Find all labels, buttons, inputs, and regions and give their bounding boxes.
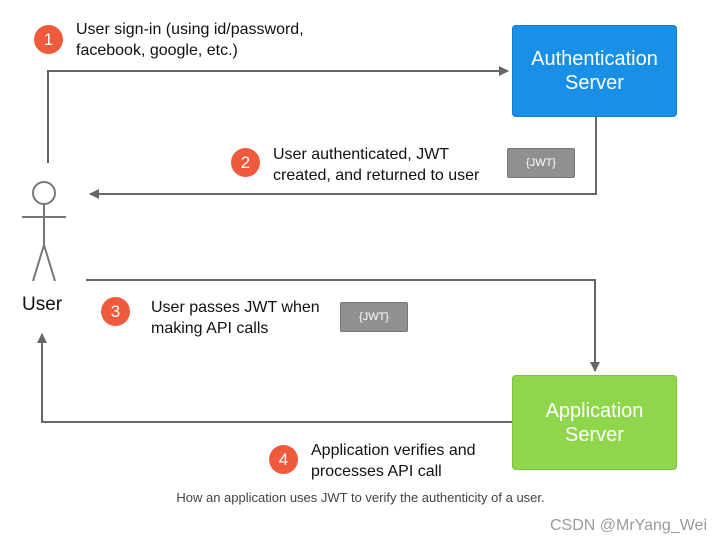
step-1-description: User sign-in (using id/password, faceboo… <box>76 19 304 61</box>
step-1-line2: facebook, google, etc.) <box>76 42 238 59</box>
application-server-box: Application Server <box>512 375 677 470</box>
step-4-line1: Application verifies and <box>311 442 476 459</box>
csdn-watermark: CSDN @MrYang_Wei <box>549 517 707 534</box>
jwt-token-step-2: {JWT} <box>507 148 575 178</box>
step-4-badge: 4 <box>269 445 298 474</box>
arrow-app-server-to-user <box>37 333 512 423</box>
step-3-description: User passes JWT when making API calls <box>151 297 320 339</box>
step-2-line2: created, and returned to user <box>273 167 480 184</box>
step-1-line1: User sign-in (using id/password, <box>76 21 304 38</box>
step-4-description: Application verifies and processes API c… <box>311 440 476 482</box>
app-server-label-line2: Server <box>565 423 624 446</box>
app-server-label-line1: Application <box>545 399 644 422</box>
step-2-line1: User authenticated, JWT <box>273 146 450 163</box>
arrow-user-to-auth-server <box>47 66 509 163</box>
step-2-badge: 2 <box>231 148 260 177</box>
step-4-line2: processes API call <box>311 463 442 480</box>
user-label: User <box>22 294 63 315</box>
auth-server-label-line2: Server <box>565 72 624 94</box>
user-stick-figure <box>22 181 66 282</box>
arrow-auth-server-to-user <box>89 117 597 199</box>
step-2-description: User authenticated, JWT created, and ret… <box>273 144 479 186</box>
arrow-user-to-app-server <box>86 279 600 372</box>
figure-caption: How an application uses JWT to verify th… <box>176 490 545 505</box>
step-1-badge: 1 <box>34 25 63 54</box>
auth-server-label-line1: Authentication <box>531 48 658 70</box>
step-3-line2: making API calls <box>151 320 269 337</box>
jwt-token-step-3: {JWT} <box>340 302 408 332</box>
authentication-server-box: Authentication Server <box>512 25 677 117</box>
step-3-line1: User passes JWT when <box>151 299 320 316</box>
step-3-badge: 3 <box>101 297 130 326</box>
